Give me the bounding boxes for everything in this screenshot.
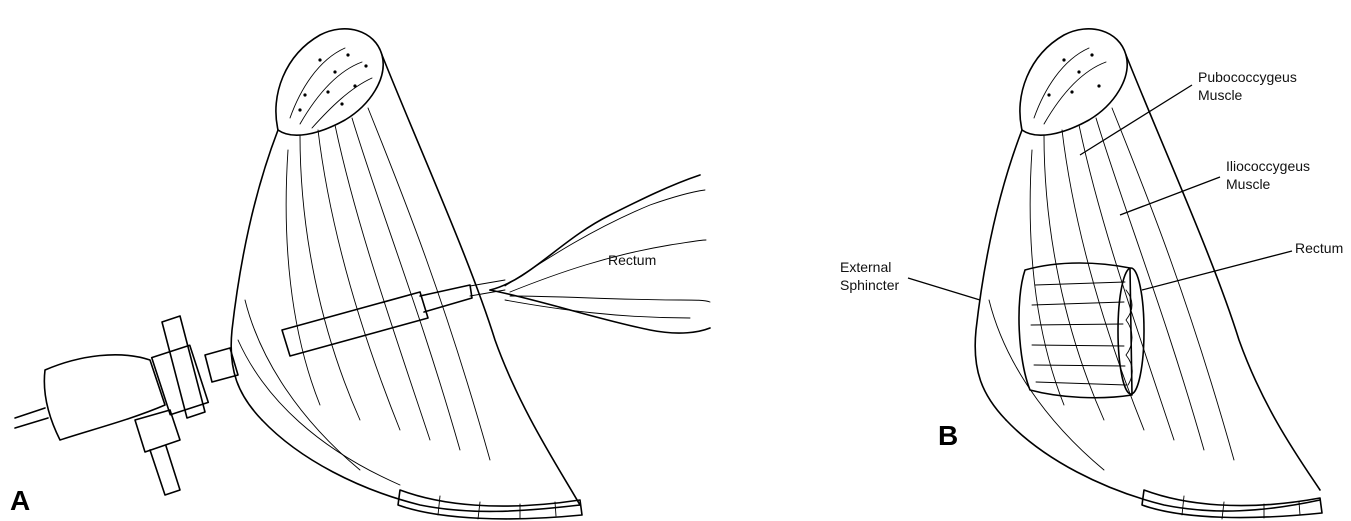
panel-b: Pubococcygeus Muscle Iliococcygeus Muscl… [840, 29, 1343, 519]
leader-iliococcygeus [1120, 177, 1220, 215]
label-iliococcygeus-line1: Iliococcygeus [1226, 158, 1310, 174]
endoscope [15, 280, 505, 495]
label-pubococcygeus-line1: Pubococcygeus [1198, 69, 1297, 85]
rectum-b [1019, 263, 1144, 398]
rectum-a [490, 175, 710, 333]
label-iliococcygeus-line2: Muscle [1226, 176, 1271, 192]
levator-muscle-b [975, 55, 1320, 511]
levator-muscle-a [231, 55, 580, 511]
leader-external-sphincter [908, 278, 980, 300]
coccyx-a [398, 490, 582, 519]
panel-letter-a: A [10, 485, 30, 516]
panel-a: Rectum A [10, 29, 710, 519]
label-external-sphincter-line2: Sphincter [840, 277, 899, 293]
label-pubococcygeus-line2: Muscle [1198, 87, 1243, 103]
label-rectum-b: Rectum [1295, 240, 1343, 256]
pubic-bone-a [276, 29, 383, 135]
leader-rectum-b [1142, 251, 1292, 290]
panel-letter-b: B [938, 420, 958, 451]
label-external-sphincter-line1: External [840, 259, 891, 275]
pubic-bone-b [1020, 29, 1127, 135]
label-rectum-a: Rectum [608, 252, 656, 268]
